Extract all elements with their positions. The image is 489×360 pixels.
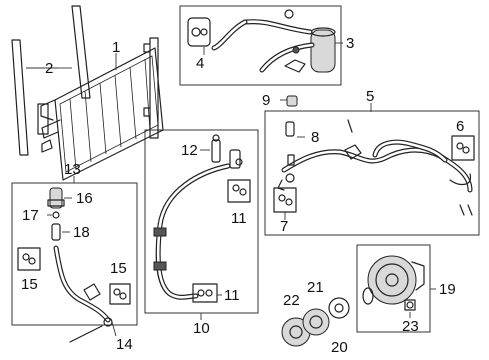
callout-3: 3 [346, 35, 354, 52]
callout-18: 18 [73, 224, 90, 241]
callout-14: 14 [116, 336, 133, 353]
callout-17: 17 [22, 207, 39, 224]
callout-1: 1 [112, 39, 120, 56]
callout-15b: 15 [110, 260, 127, 277]
clutch-assembly [281, 297, 350, 347]
callout-19: 19 [439, 281, 456, 298]
callout-16: 16 [76, 190, 93, 207]
callout-15a: 15 [21, 276, 38, 293]
callout-22: 22 [283, 292, 300, 309]
receiver-drier [187, 9, 336, 73]
callout-2: 2 [45, 60, 53, 77]
callout-5: 5 [366, 88, 374, 105]
compressor [362, 255, 425, 311]
callout-20: 20 [331, 339, 348, 356]
box-line-assembly-5 [264, 110, 480, 236]
callout-11a: 11 [231, 210, 247, 227]
callout-6: 6 [456, 118, 464, 135]
box-hose-13 [11, 182, 138, 326]
condenser-seals [11, 5, 91, 156]
condenser [37, 37, 164, 181]
box-compressor-19 [356, 244, 431, 333]
hose-assembly-13 [17, 187, 131, 343]
callout-9: 9 [262, 92, 270, 109]
callout-7: 7 [280, 218, 288, 235]
box-receiver-drier [179, 5, 342, 86]
callout-13: 13 [64, 161, 81, 178]
callout-10: 10 [193, 320, 210, 337]
callout-11b: 11 [224, 287, 240, 304]
callout-8: 8 [311, 129, 319, 146]
box-hose-10 [144, 129, 259, 314]
callout-23: 23 [402, 318, 419, 335]
callout-21: 21 [307, 279, 324, 296]
callout-12: 12 [181, 142, 198, 159]
line-assembly [273, 95, 475, 216]
callout-4: 4 [196, 55, 204, 72]
hose-assembly-10 [153, 134, 251, 303]
